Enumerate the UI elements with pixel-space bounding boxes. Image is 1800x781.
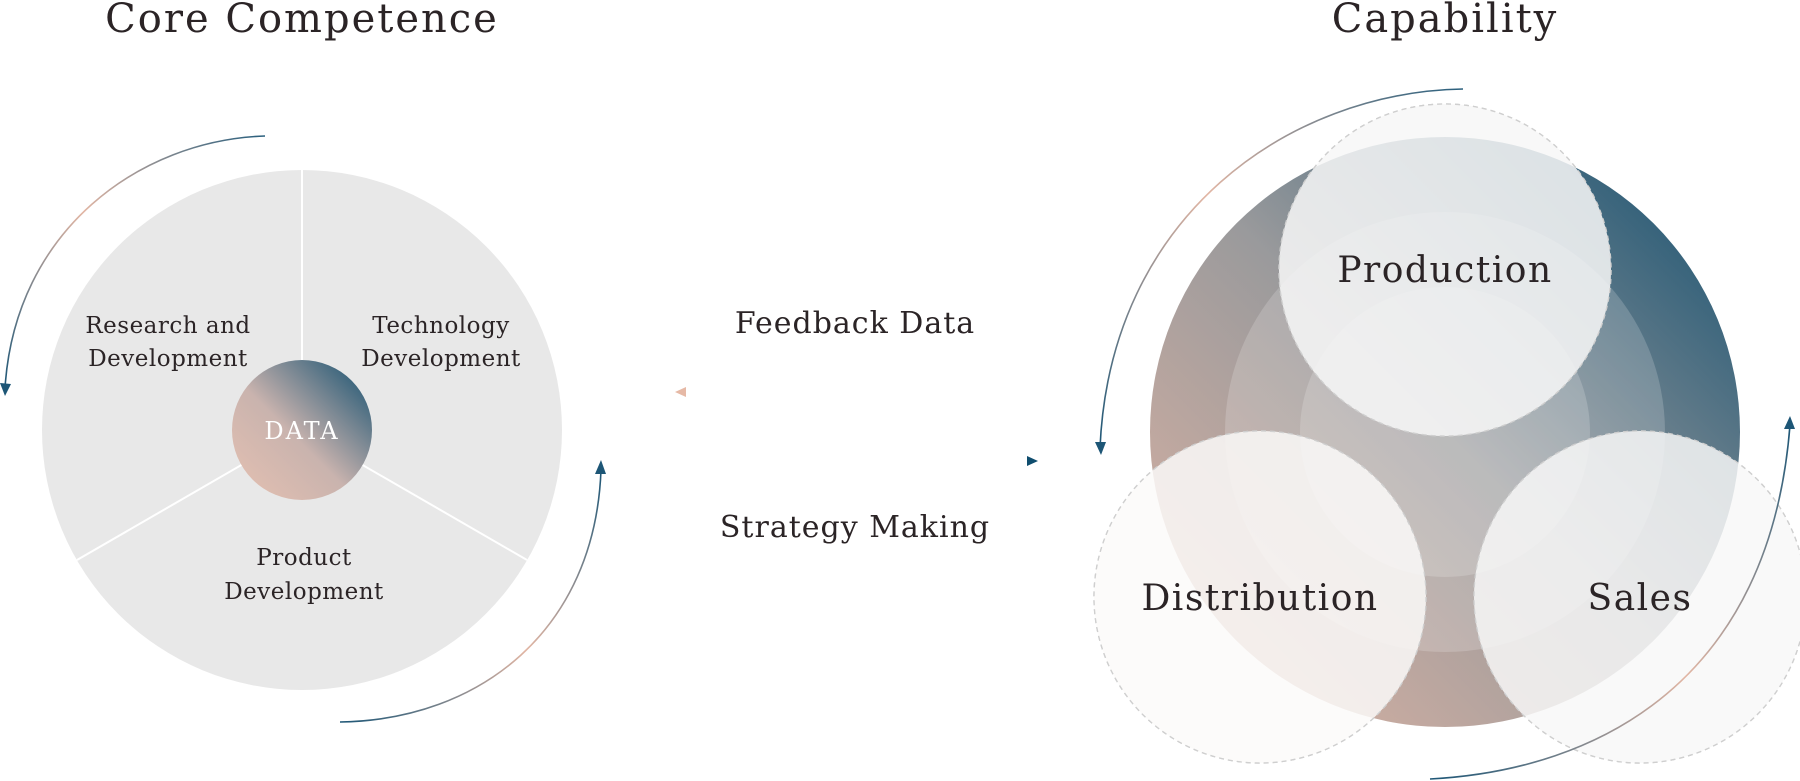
strategy-arrowhead-right <box>1027 456 1038 466</box>
data-center-label: DATA <box>264 417 339 445</box>
segment-label-line2: Development <box>88 346 248 372</box>
sales-label: Sales <box>1588 578 1693 619</box>
capability-arc-bottom-right <box>1429 424 1791 780</box>
feedback-arrowhead-left <box>675 387 686 397</box>
production-label: Production <box>1337 250 1552 291</box>
arrowhead-up-right <box>595 460 606 474</box>
core-competence-title: Core Competence <box>105 0 499 42</box>
capability-arrowhead-down <box>1095 442 1106 455</box>
distribution-label: Distribution <box>1141 578 1378 619</box>
cycle-arc-bottom-right <box>339 469 602 723</box>
production-circle <box>1279 104 1611 436</box>
sales-circle <box>1474 431 1800 763</box>
segment-label-line1: Technology <box>372 313 509 339</box>
capability-arrowhead-up <box>1784 416 1795 429</box>
strategy-making-label: Strategy Making <box>720 510 990 545</box>
capability-arc-top-left <box>1099 88 1464 449</box>
segment-label-line2: Development <box>224 579 384 605</box>
capability-title: Capability <box>1332 0 1559 42</box>
segment-label-line1: Research and <box>85 313 250 339</box>
distribution-circle <box>1094 431 1426 763</box>
segment-technology-development: Technology Development <box>361 313 521 372</box>
data-center-circle <box>232 360 372 500</box>
arrowhead-down-left <box>0 383 11 396</box>
feedback-data-label: Feedback Data <box>735 306 975 341</box>
cycle-arc-top-left <box>4 135 266 389</box>
segment-label-line1: Product <box>256 545 352 571</box>
production-outline-top <box>1278 103 1612 437</box>
segment-label-line2: Development <box>361 346 521 372</box>
segment-product-development: Product Development <box>224 545 384 605</box>
segment-research-development: Research and Development <box>85 313 250 372</box>
distribution-outline-top <box>1093 430 1427 764</box>
